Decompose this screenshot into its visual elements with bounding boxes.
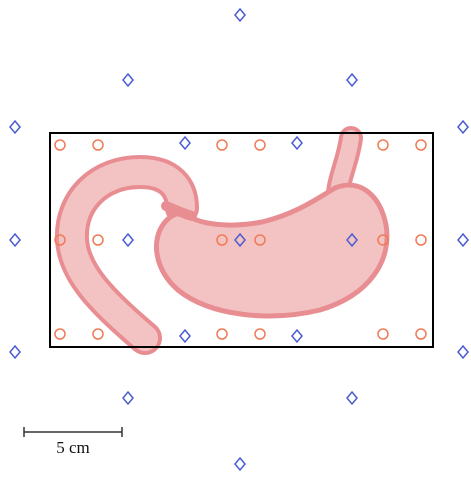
diamond-electrode <box>292 330 302 342</box>
circle-electrode <box>93 329 103 339</box>
circle-electrode <box>416 329 426 339</box>
scale-bar-label: 5 cm <box>56 438 90 457</box>
diamond-electrode <box>180 330 190 342</box>
circle-electrode <box>93 235 103 245</box>
circle-electrode <box>55 140 65 150</box>
circle-electrode <box>378 140 388 150</box>
circle-electrode <box>255 329 265 339</box>
circle-electrode <box>416 235 426 245</box>
diamond-electrode <box>123 234 133 246</box>
circle-electrode <box>217 329 227 339</box>
diamond-electrode <box>458 121 468 133</box>
diamond-electrode <box>10 234 20 246</box>
circle-electrode <box>55 329 65 339</box>
diamond-electrode <box>292 137 302 149</box>
circle-electrode <box>378 329 388 339</box>
scale-bar <box>24 427 122 437</box>
diamond-electrode <box>180 137 190 149</box>
diamond-electrode <box>347 392 357 404</box>
diamond-electrode <box>10 346 20 358</box>
diamond-electrode <box>458 346 468 358</box>
diamond-electrode <box>235 9 245 21</box>
diamond-electrode <box>235 458 245 470</box>
diamond-electrode <box>10 121 20 133</box>
circle-electrode <box>416 140 426 150</box>
circle-electrode <box>93 140 103 150</box>
circle-electrode <box>255 140 265 150</box>
diamond-electrode <box>123 74 133 86</box>
diamond-electrode <box>123 392 133 404</box>
circle-electrode <box>217 140 227 150</box>
diamond-electrode <box>347 74 357 86</box>
diamond-electrode <box>458 234 468 246</box>
stomach-organ <box>72 138 387 338</box>
